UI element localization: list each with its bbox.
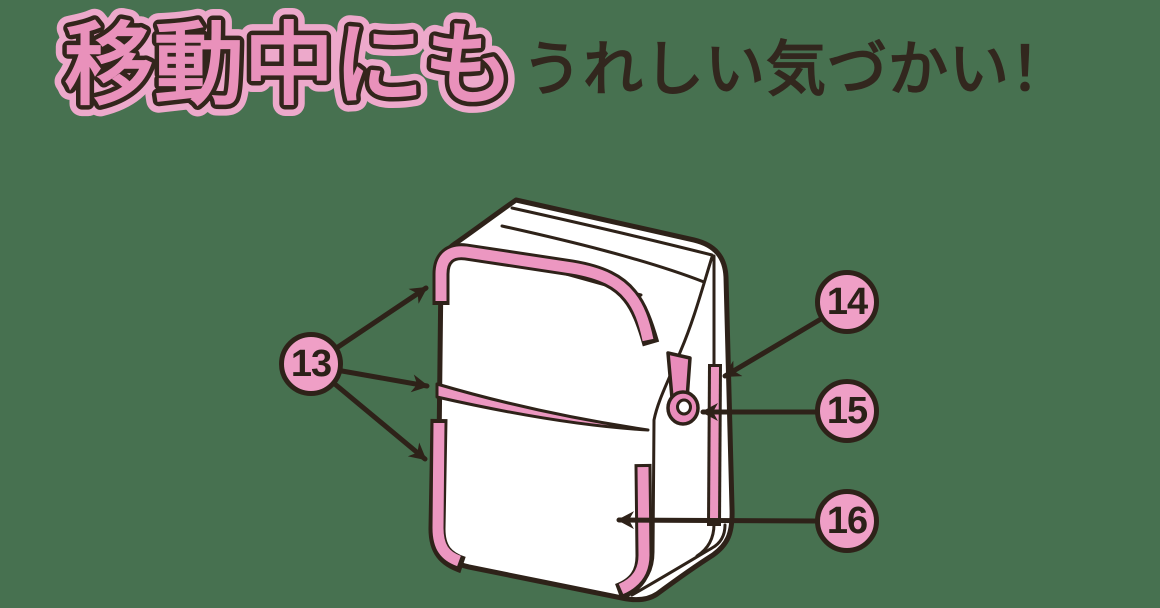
callout-number-16: 16 — [826, 499, 868, 542]
arrow-13-bottom — [333, 382, 428, 462]
arrow-13-middle — [339, 368, 430, 393]
callout-badge-13: 13 — [279, 332, 343, 396]
bag-illustration — [428, 197, 735, 603]
arrow-13-top — [335, 285, 429, 350]
pink-pipings — [428, 243, 722, 600]
arrow-16 — [616, 511, 819, 530]
callout-arrows — [333, 285, 824, 530]
arrow-14 — [722, 316, 824, 379]
callout-badge-15: 15 — [815, 379, 879, 443]
callout-badge-16: 16 — [815, 489, 879, 553]
side-strip — [710, 366, 719, 524]
callout-number-15: 15 — [826, 389, 868, 432]
callout-badge-14: 14 — [815, 270, 879, 334]
headline-main-halo: 移動中にも — [64, 16, 514, 116]
top-inner-edge-line — [510, 206, 714, 257]
d-ring-assembly — [666, 351, 700, 426]
headline-sub: うれしい気づかい！ — [522, 36, 1071, 103]
headline-main: 移動中にも — [64, 16, 514, 116]
lower-left-piping — [432, 422, 462, 567]
headline: 移動中にも 移動中にも うれしい気づかい！ — [53, 5, 1071, 127]
front-right-piping — [618, 466, 650, 595]
slash-pocket-opening — [435, 382, 650, 432]
ring-hole — [676, 398, 692, 416]
top-piping — [435, 246, 654, 342]
bottom-diagonal-seam — [630, 523, 727, 597]
callout-number-14: 14 — [826, 280, 868, 323]
zipper-arc-line — [500, 224, 706, 284]
callout-number-13: 13 — [290, 342, 332, 385]
